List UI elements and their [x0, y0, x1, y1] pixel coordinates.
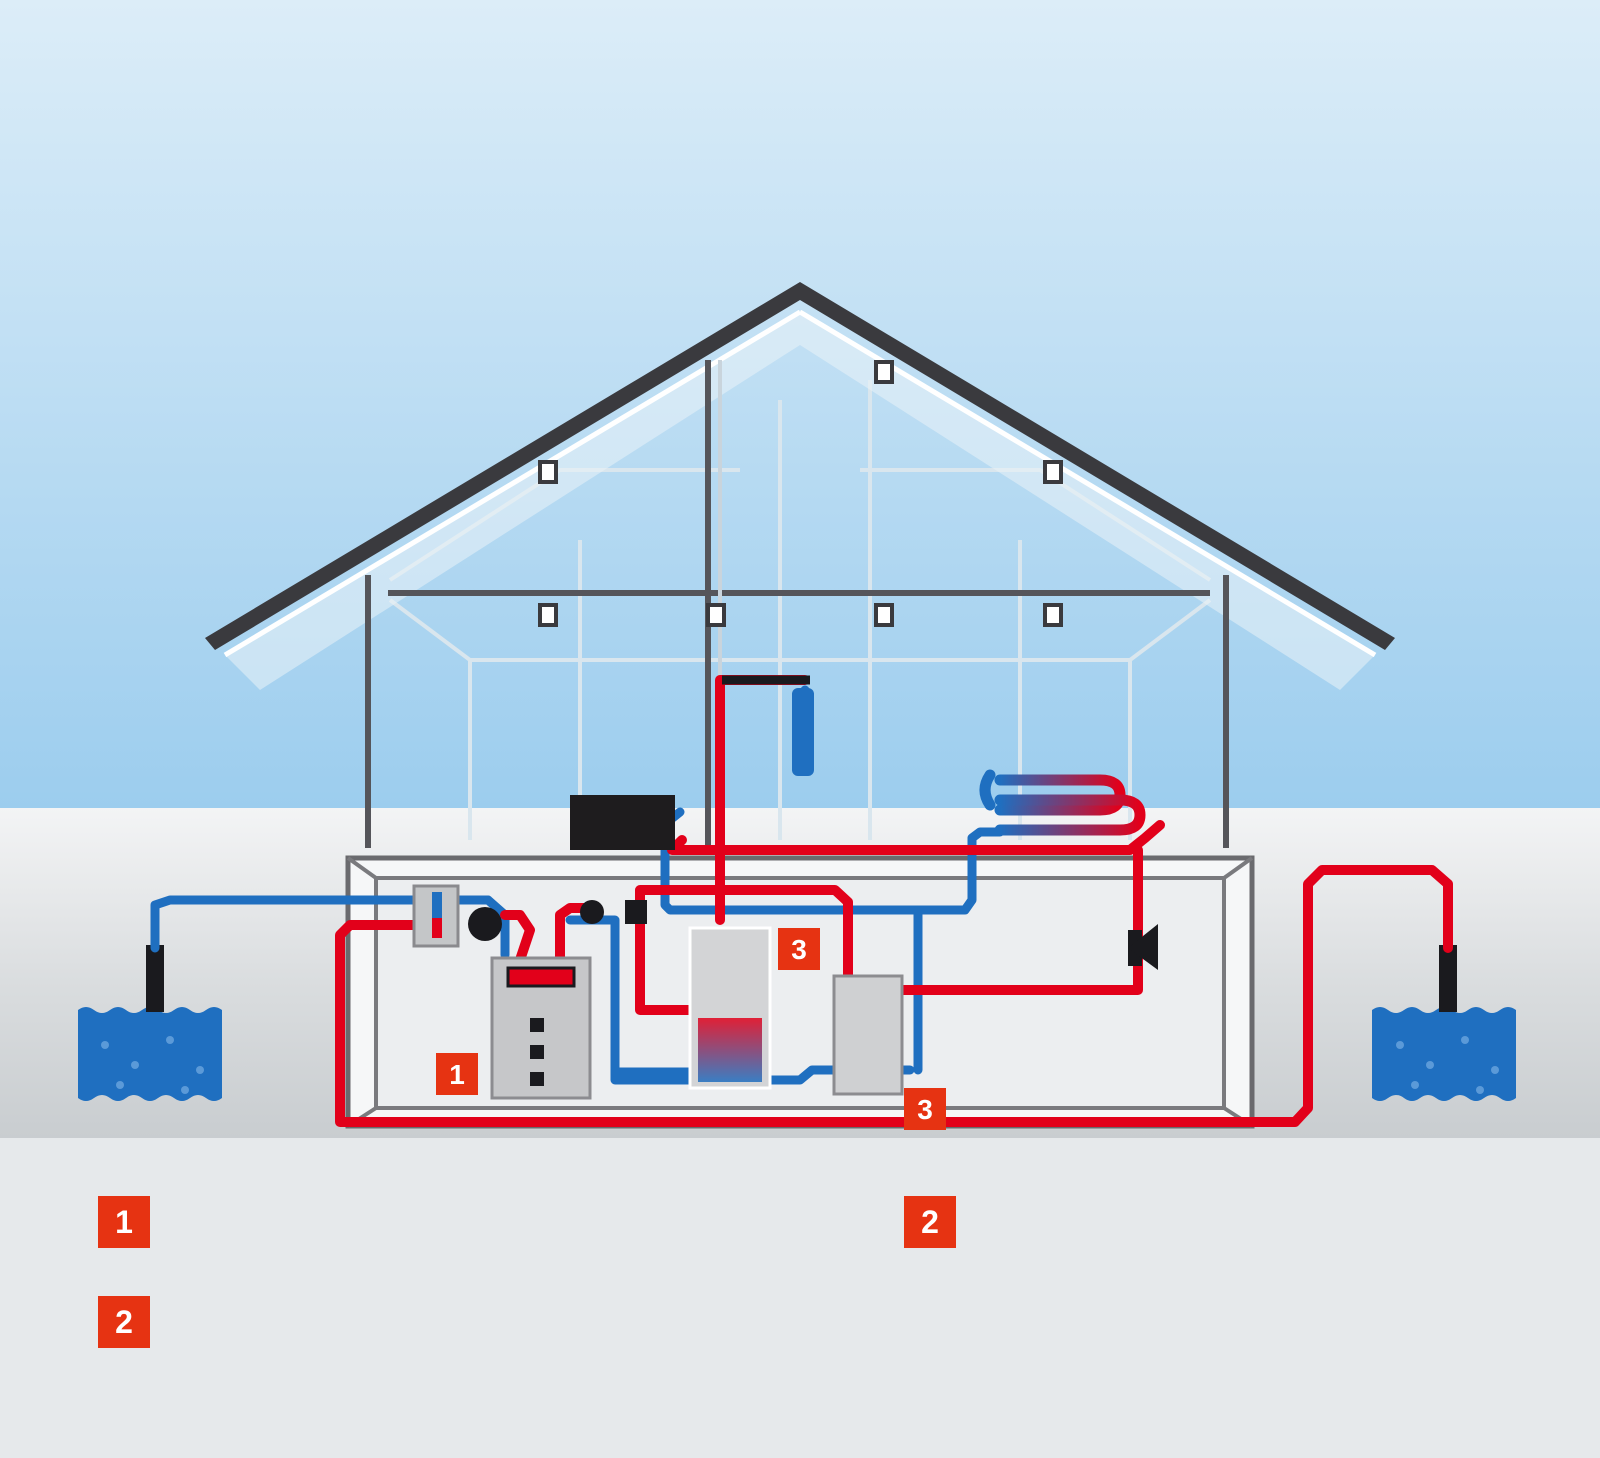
svg-text:3: 3 [917, 1094, 933, 1125]
valve-icon [412, 884, 460, 948]
radiator-icon [979, 769, 1146, 836]
legend-badge-right: 2 [904, 1196, 956, 1248]
svg-text:1: 1 [115, 1204, 133, 1240]
shower-head-icon [722, 675, 814, 776]
svg-text:2: 2 [115, 1304, 133, 1340]
ground [0, 1138, 1600, 1458]
heat-pump-unit-icon [490, 956, 592, 1100]
hot-water-tank-icon [688, 926, 772, 1090]
buffer-tank-icon [832, 974, 904, 1096]
legend-badge-1: 1 [98, 1196, 150, 1248]
valve-icon [625, 900, 647, 924]
svg-text:1: 1 [449, 1059, 465, 1090]
groundwater-well-icon [78, 1007, 222, 1101]
badge-heat-pump: 1 [436, 1053, 478, 1095]
svg-text:3: 3 [791, 934, 807, 965]
badge-buffer-tank: 3 [778, 928, 820, 970]
expansion-vessel-icon [1128, 924, 1158, 970]
beam-brackets [538, 360, 1063, 627]
supply-pipes [335, 675, 1453, 1127]
svg-text:2: 2 [921, 1204, 939, 1240]
circulation-pump-icon [468, 907, 502, 941]
groundwater-return-well-icon [1372, 1007, 1516, 1101]
circulation-pump-icon [580, 900, 604, 924]
well-pipe-stubs [146, 945, 1457, 1012]
house-roof [205, 282, 1395, 690]
legend-badge-2: 2 [98, 1296, 150, 1348]
controller-box-icon [570, 795, 675, 850]
badge-circulation-pump: 3 [904, 1088, 946, 1130]
